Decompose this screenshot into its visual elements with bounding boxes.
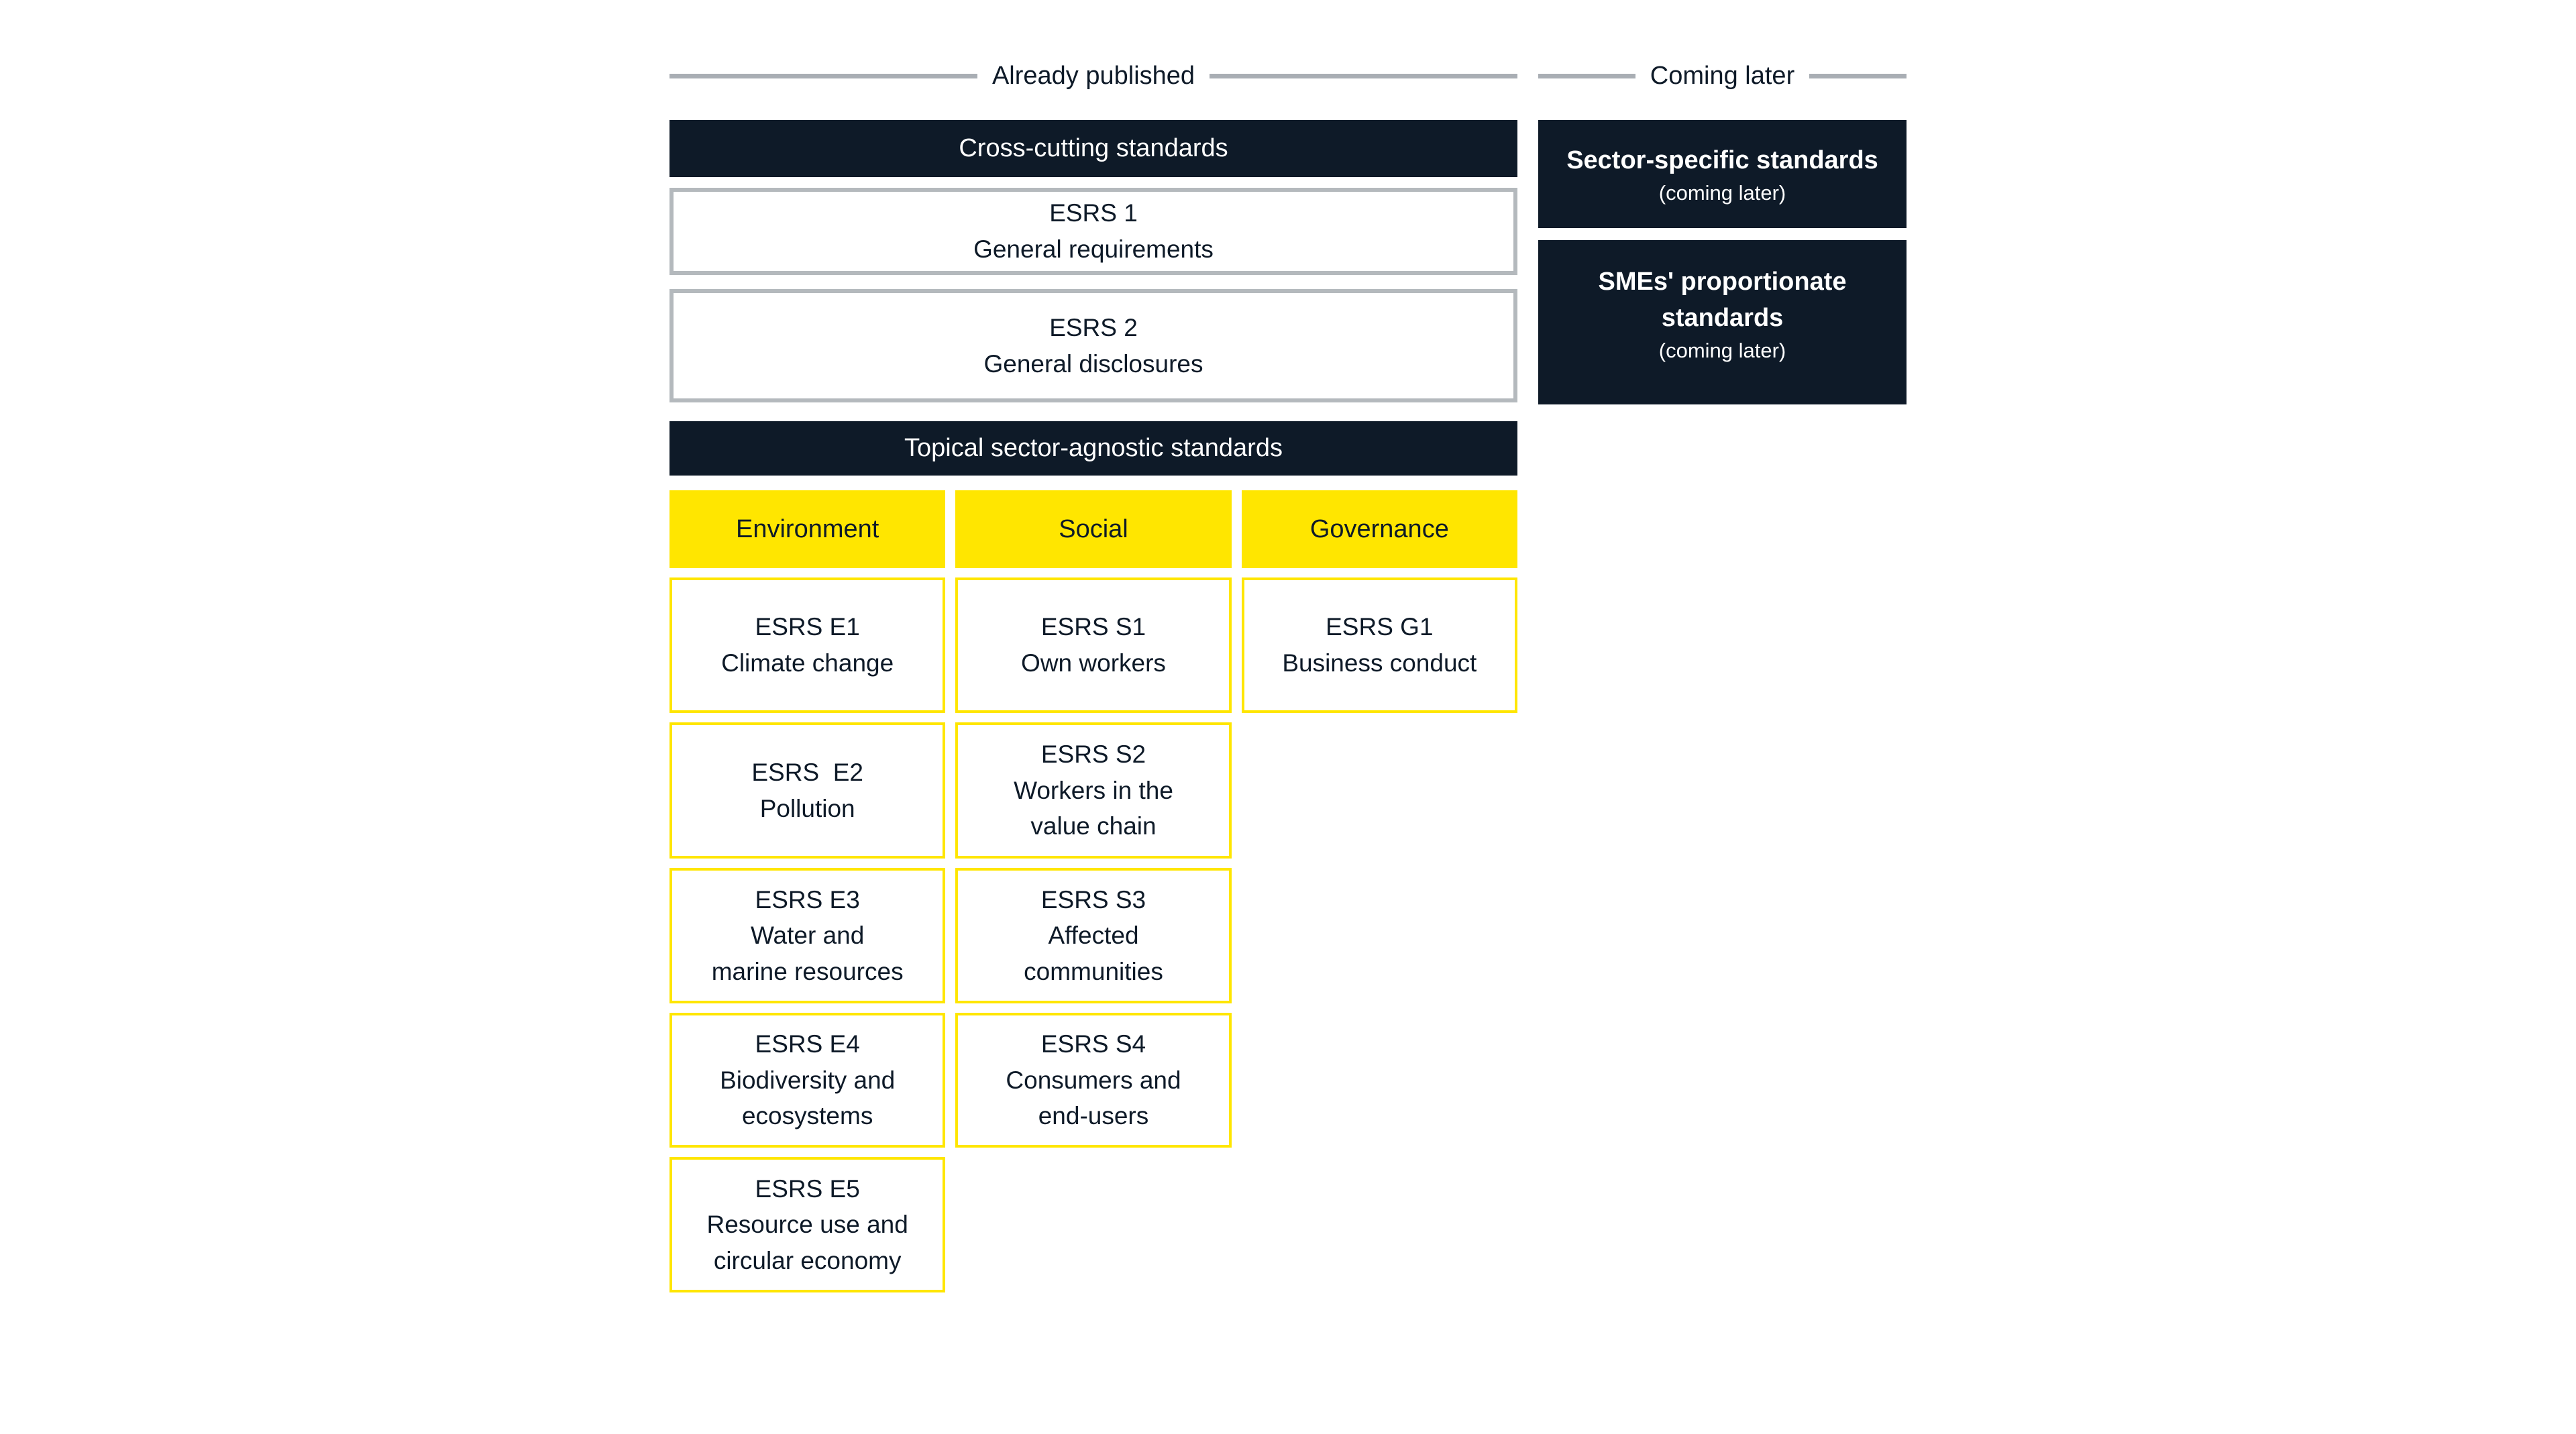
esrs-g1-code: ESRS G1 bbox=[1326, 613, 1434, 641]
card-esrs-e2: ESRS E2 Pollution bbox=[669, 722, 946, 859]
already-published-header: Already published bbox=[669, 60, 1517, 91]
coming-later-section: Coming later Sector-specific standards (… bbox=[1538, 60, 1907, 1292]
section-label-published: Already published bbox=[991, 61, 1195, 90]
esrs-e1-code: ESRS E1 bbox=[755, 613, 860, 641]
card-esrs-s4: ESRS S4 Consumers and end-users bbox=[955, 1013, 1232, 1148]
sector-specific-title: Sector-specific standards bbox=[1566, 146, 1878, 174]
esrs-standards-diagram: Already published Cross-cutting standard… bbox=[669, 60, 1907, 1292]
card-esrs-s1: ESRS S1 Own workers bbox=[955, 577, 1232, 713]
esrs-s1-label: Own workers bbox=[1021, 649, 1166, 677]
rule-line bbox=[1538, 73, 1635, 78]
sme-note: (coming later) bbox=[1658, 338, 1786, 362]
esrs-e4-code: ESRS E4 bbox=[755, 1030, 860, 1058]
esrs-1-box: ESRS 1 General requirements bbox=[669, 188, 1517, 275]
sector-specific-note: (coming later) bbox=[1658, 181, 1786, 205]
card-esrs-e3: ESRS E3 Water and marine resources bbox=[669, 868, 946, 1003]
esrs-g1-label: Business conduct bbox=[1282, 649, 1477, 677]
pillar-headers-row: Environment Social Governance bbox=[669, 490, 1517, 568]
esrs-s1-code: ESRS S1 bbox=[1040, 613, 1146, 641]
topical-header-bar: Topical sector-agnostic standards bbox=[669, 421, 1517, 476]
card-esrs-e4: ESRS E4 Biodiversity and ecosystems bbox=[669, 1013, 946, 1148]
card-esrs-s3: ESRS S3 Affected communities bbox=[955, 868, 1232, 1003]
esrs-e5-code: ESRS E5 bbox=[755, 1174, 860, 1203]
rule-line bbox=[669, 73, 977, 78]
esrs-1-code: ESRS 1 bbox=[1049, 199, 1138, 227]
card-esrs-e1: ESRS E1 Climate change bbox=[669, 577, 946, 713]
esrs-2-box: ESRS 2 General disclosures bbox=[669, 289, 1517, 402]
section-label-coming: Coming later bbox=[1650, 61, 1795, 90]
esrs-e3-label: Water and marine resources bbox=[711, 922, 904, 985]
sme-title: SMEs' proportionate standards bbox=[1598, 268, 1847, 332]
governance-column-header: Governance bbox=[1241, 490, 1517, 568]
social-column-header: Social bbox=[955, 490, 1232, 568]
sme-proportionate-standards-box: SMEs' proportionate standards (coming la… bbox=[1538, 240, 1907, 404]
card-esrs-s2: ESRS S2 Workers in the value chain bbox=[955, 722, 1232, 859]
esrs-s2-code: ESRS S2 bbox=[1040, 740, 1146, 769]
esrs-e2-label: Pollution bbox=[759, 794, 855, 822]
cross-cutting-header-bar: Cross-cutting standards bbox=[669, 120, 1517, 177]
rule-line bbox=[1210, 73, 1517, 78]
already-published-section: Already published Cross-cutting standard… bbox=[669, 60, 1517, 1292]
rule-line bbox=[1809, 73, 1907, 78]
esrs-s3-code: ESRS S3 bbox=[1040, 885, 1146, 914]
esrs-2-label: General disclosures bbox=[983, 349, 1203, 378]
esrs-e5-label: Resource use and circular economy bbox=[706, 1211, 908, 1274]
coming-later-header: Coming later bbox=[1538, 60, 1907, 91]
esrs-e2-code: ESRS E2 bbox=[751, 758, 863, 786]
esrs-1-label: General requirements bbox=[973, 235, 1214, 263]
sector-specific-standards-box: Sector-specific standards (coming later) bbox=[1538, 120, 1907, 228]
esrs-s4-label: Consumers and end-users bbox=[1006, 1066, 1181, 1130]
esrs-e1-label: Climate change bbox=[721, 649, 894, 677]
esrs-2-code: ESRS 2 bbox=[1049, 313, 1138, 341]
topical-cards-grid: ESRS E1 Climate change ESRS S1 Own worke… bbox=[669, 577, 1517, 1292]
environment-column-header: Environment bbox=[669, 490, 946, 568]
esrs-e4-label: Biodiversity and ecosystems bbox=[720, 1066, 896, 1130]
card-esrs-g1: ESRS G1 Business conduct bbox=[1241, 577, 1517, 713]
esrs-s3-label: Affected communities bbox=[1024, 922, 1163, 985]
esrs-s2-label: Workers in the value chain bbox=[1014, 776, 1173, 840]
card-esrs-e5: ESRS E5 Resource use and circular econom… bbox=[669, 1157, 946, 1292]
esrs-e3-code: ESRS E3 bbox=[755, 885, 860, 914]
esrs-s4-code: ESRS S4 bbox=[1040, 1030, 1146, 1058]
